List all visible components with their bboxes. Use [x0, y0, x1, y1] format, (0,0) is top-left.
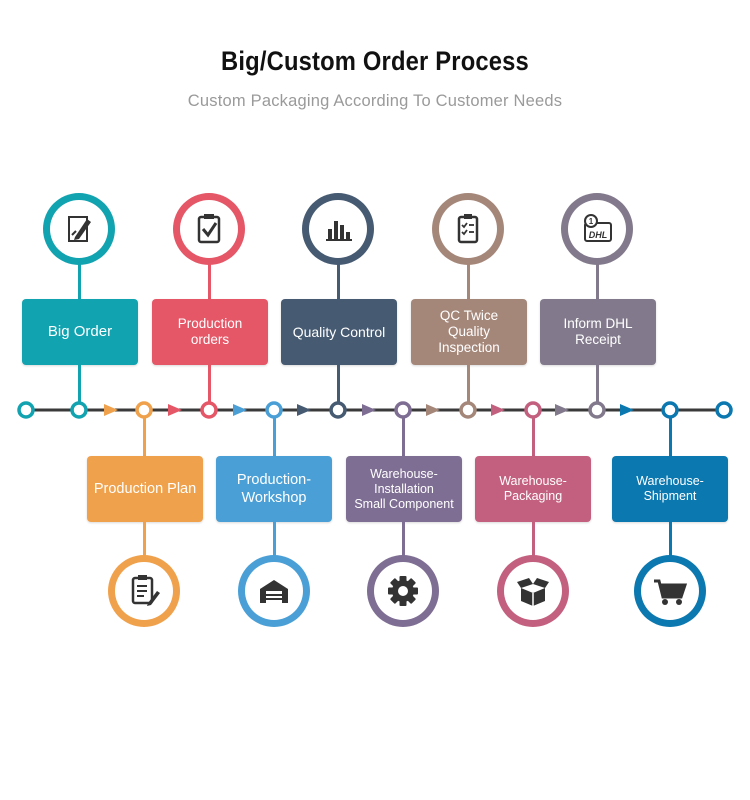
- timeline-node: [329, 401, 347, 419]
- step-label: Big Order: [22, 299, 138, 365]
- edit-document-icon: [43, 193, 115, 265]
- checklist-clipboard-icon: [432, 193, 504, 265]
- timeline-node: [265, 401, 283, 419]
- timeline-arrow: [426, 404, 440, 416]
- step-label: Production orders: [152, 299, 268, 365]
- timeline-arrow: [491, 404, 505, 416]
- timeline-start-node: [17, 401, 35, 419]
- step-label: Warehouse- Shipment: [612, 456, 728, 522]
- page-subtitle: Custom Packaging According To Customer N…: [187, 92, 563, 110]
- gear-icon: [367, 555, 439, 627]
- plan-clipboard-icon: [108, 555, 180, 627]
- step-label: Inform DHL Receipt: [540, 299, 656, 365]
- svg-text:DHL: DHL: [589, 230, 608, 240]
- timeline-node: [661, 401, 679, 419]
- step-label: Warehouse- Packaging: [475, 456, 591, 522]
- page-title: Big/Custom Order Process: [221, 46, 529, 76]
- timeline-node: [588, 401, 606, 419]
- bar-chart-icon: [302, 193, 374, 265]
- timeline-node: [524, 401, 542, 419]
- shopping-cart-icon: [634, 555, 706, 627]
- svg-text:1: 1: [589, 217, 594, 226]
- timeline-node: [459, 401, 477, 419]
- timeline-node: [135, 401, 153, 419]
- step-label: Quality Control: [281, 299, 397, 365]
- timeline-arrow: [555, 404, 569, 416]
- open-box-icon: [497, 555, 569, 627]
- timeline-arrow: [168, 404, 182, 416]
- clipboard-check-icon: [173, 193, 245, 265]
- timeline-arrow: [362, 404, 376, 416]
- step-label: Production- Workshop: [216, 456, 332, 522]
- timeline-arrow: [104, 404, 118, 416]
- step-label: Production Plan: [87, 456, 203, 522]
- timeline-end-node: [715, 401, 733, 419]
- step-label: QC Twice Quality Inspection: [411, 299, 527, 365]
- dhl-certificate-icon: 1 DHL: [561, 193, 633, 265]
- step-label: Warehouse- Installation Small Component: [346, 456, 462, 522]
- timeline-arrow: [297, 404, 311, 416]
- timeline-node: [394, 401, 412, 419]
- timeline-arrow: [233, 404, 247, 416]
- warehouse-icon: [238, 555, 310, 627]
- timeline-node: [70, 401, 88, 419]
- timeline-node: [200, 401, 218, 419]
- timeline-arrow: [620, 404, 634, 416]
